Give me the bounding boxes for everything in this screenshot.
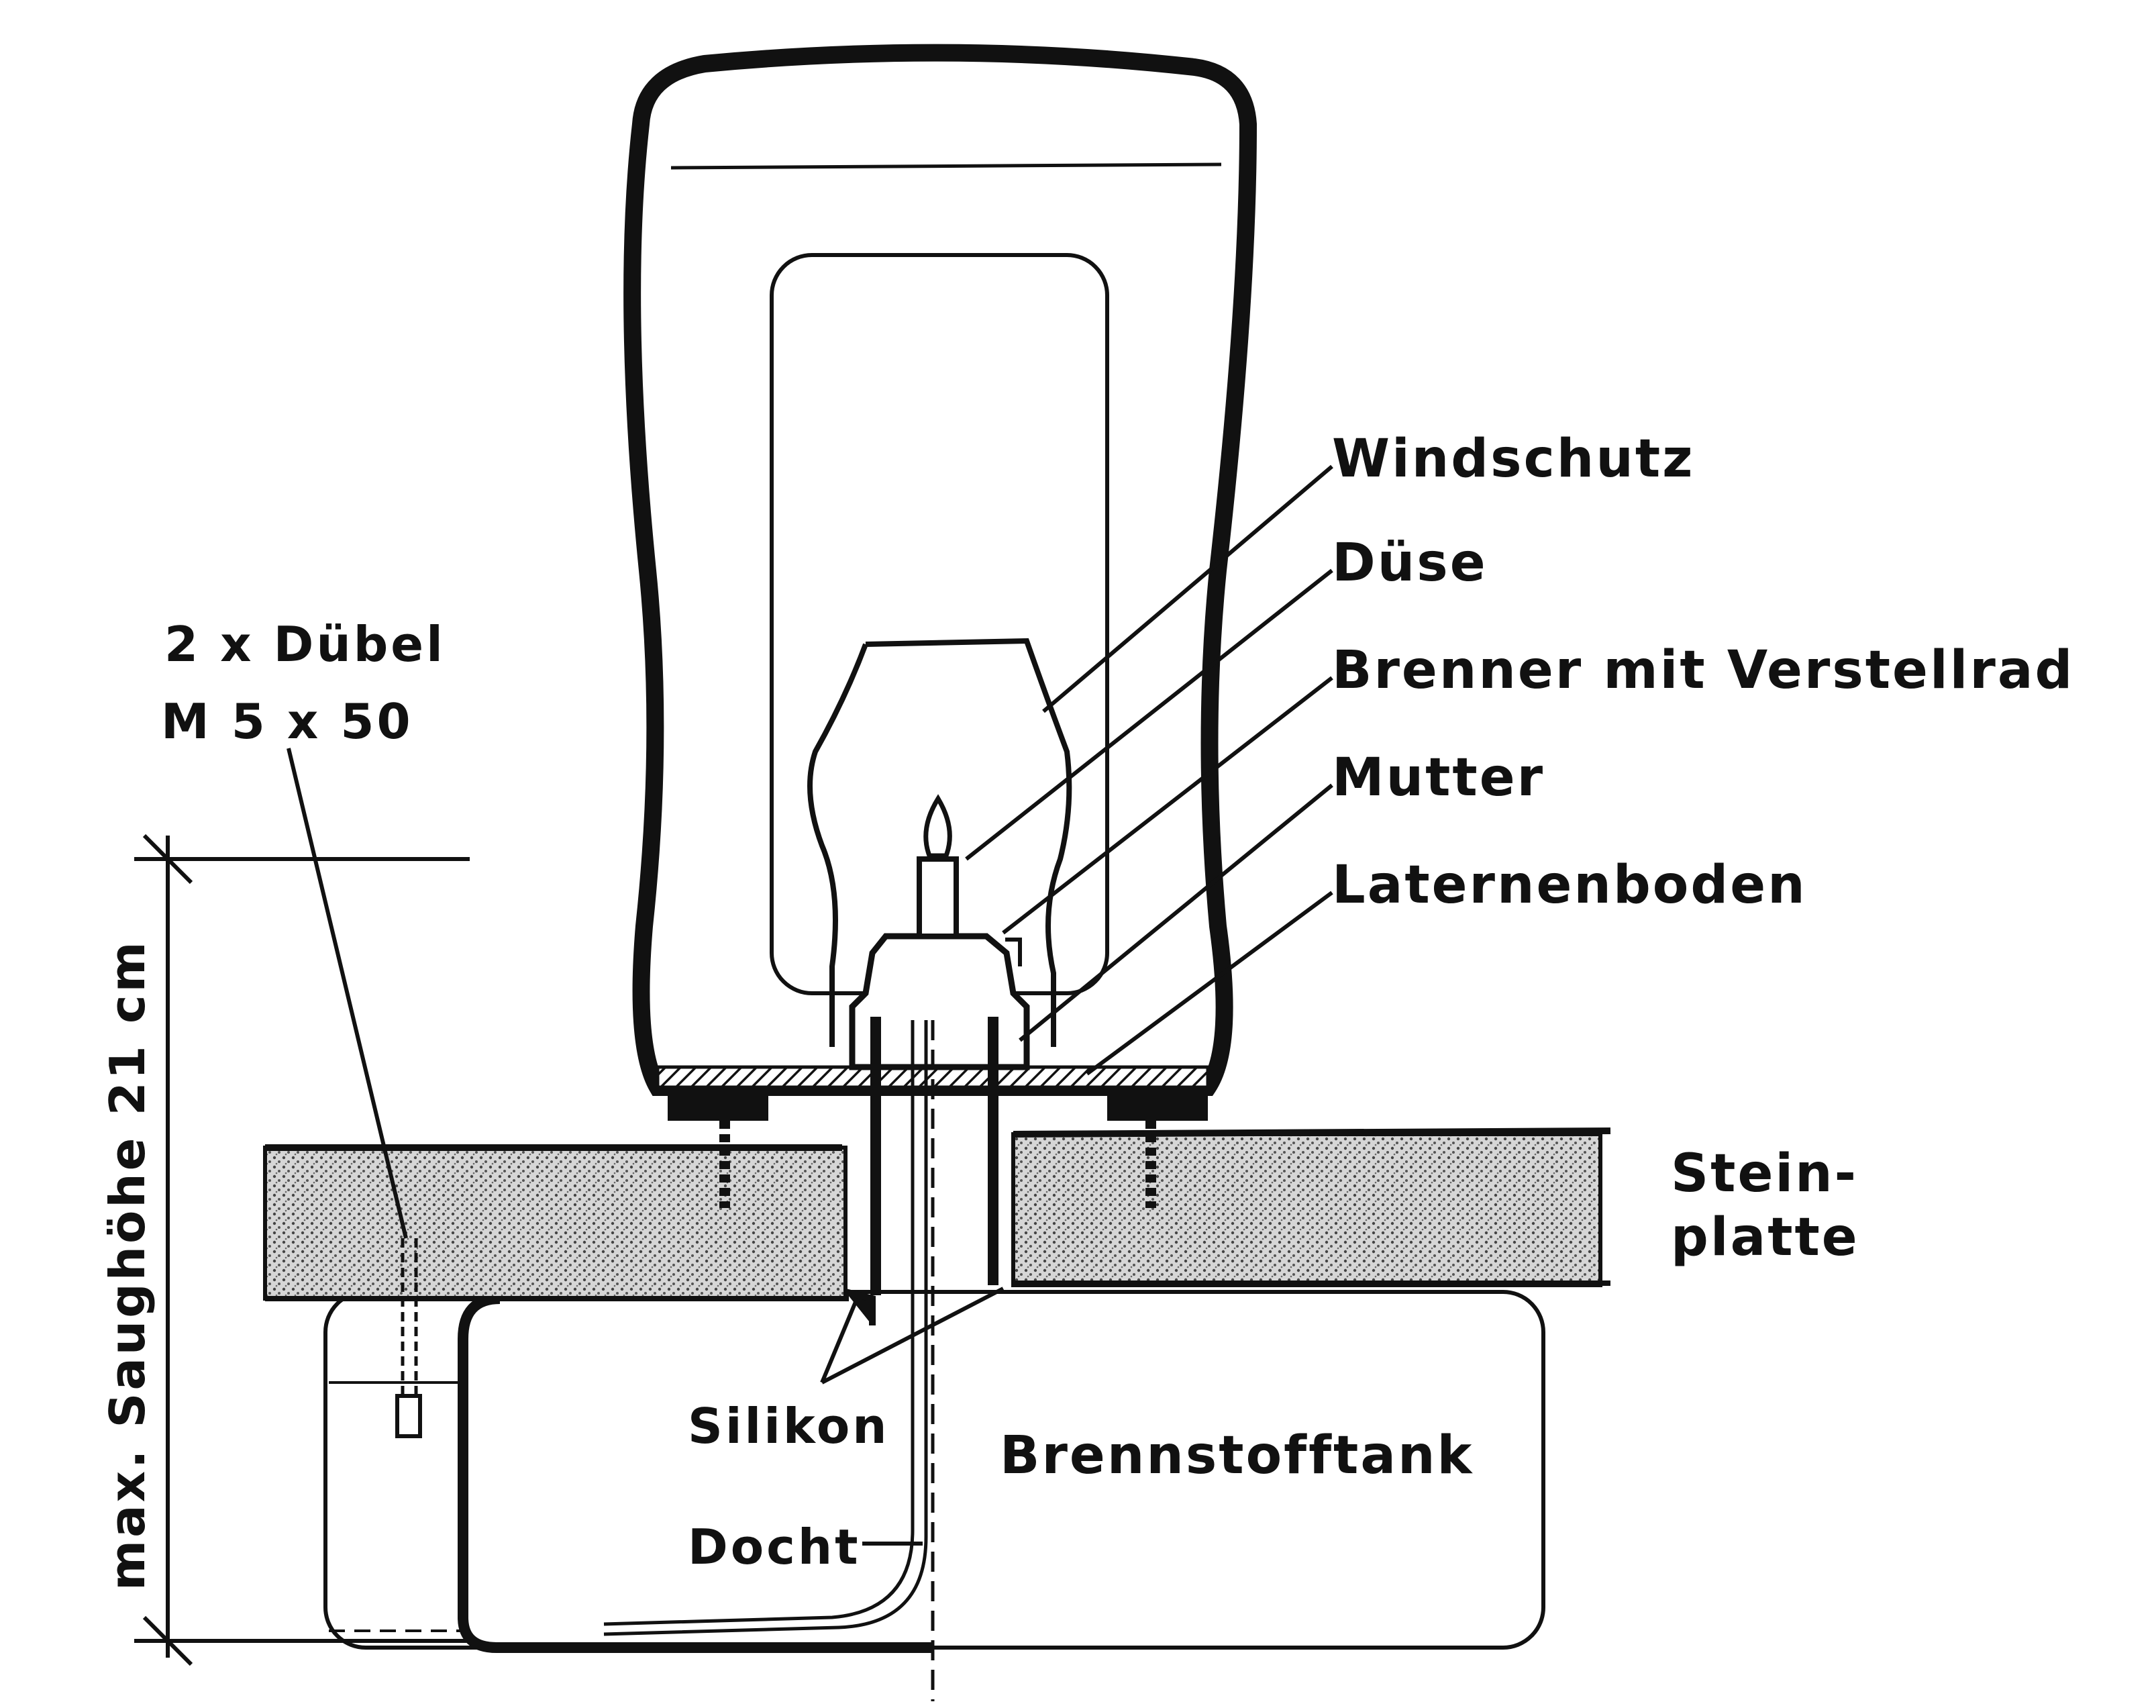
wick-pipe [603,1017,998,1701]
leader-silikon-2 [821,1287,1005,1385]
label-windschutz: Windschutz [1332,429,1695,489]
label-steinplatte-line2: platte [1671,1207,1859,1268]
wind-guard [807,638,1072,1047]
leader-windschutz [1042,464,1333,713]
label-silikon: Silikon [688,1398,890,1454]
label-laternenboden: Laternenboden [1332,855,1807,915]
label-brenner: Brenner mit Verstellrad [1332,640,2074,701]
leader-laternenboden [1086,891,1333,1076]
leader-lines [287,464,1333,1546]
label-brennstofftank: Brennstofftank [1000,1425,1474,1486]
burner [849,794,1030,1070]
label-dubel-line2: M 5 x 50 [161,693,413,750]
label-mutter: Mutter [1332,748,1545,808]
label-steinplatte-line1: Stein- [1671,1144,1858,1204]
leader-silikon-1 [820,1301,858,1384]
leader-duese [965,568,1333,861]
label-dubel-line1: 2 x Dübel [164,616,446,672]
leader-mutter [1019,783,1333,1042]
label-duese: Düse [1332,533,1488,593]
height-dimension [134,834,470,1666]
stone-slab [263,1127,1611,1301]
leader-brenner [1002,676,1333,935]
dowel-screws [395,1238,422,1438]
label-saughoehe: max. Saughöhe 21 cm [99,939,156,1591]
label-docht: Docht [688,1519,861,1575]
leader-dubel [287,748,408,1239]
